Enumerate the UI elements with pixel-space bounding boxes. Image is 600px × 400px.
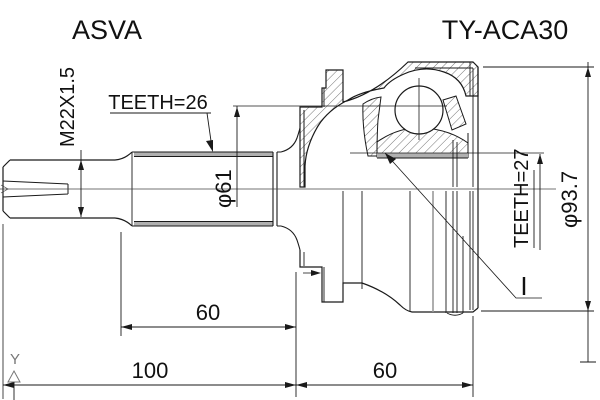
ball — [394, 78, 444, 140]
centerline — [0, 184, 556, 194]
spline-mark-label: I — [520, 271, 527, 301]
datum-origin: Y — [7, 351, 21, 400]
part-number-label: TY-ACA30 — [442, 15, 569, 45]
boot-pcd-label: φ61 — [211, 169, 236, 208]
joint-right-face — [452, 62, 479, 308]
brand-label: ASVA — [72, 15, 142, 45]
spline-leader: I — [384, 152, 542, 301]
joint-exterior-lower — [299, 191, 479, 316]
threaded-stud — [2, 151, 133, 227]
dim-boot-pcd: φ61 — [211, 105, 447, 208]
dim-overall-length: 100 — [2, 224, 296, 399]
dim-inner-teeth: TEETH=27 — [511, 149, 543, 250]
overall-length-label: 100 — [132, 358, 169, 383]
datum-axis-label: Y — [10, 351, 20, 368]
dim-thread: M22X1.5 — [57, 67, 84, 217]
outer-race-section — [299, 61, 479, 188]
dim-joint-length: 60 — [296, 316, 474, 397]
dim-outer-teeth: TEETH=26 — [108, 92, 213, 152]
cage-and-inner-race — [362, 95, 469, 158]
inner-teeth-label: TEETH=27 — [511, 149, 533, 248]
shaft-length-label: 60 — [196, 300, 220, 325]
thread-spec-label: M22X1.5 — [57, 67, 79, 147]
outer-teeth-label: TEETH=26 — [108, 92, 207, 114]
outer-diameter-label: φ93.7 — [557, 171, 582, 228]
dim-outer-diameter: φ93.7 — [481, 62, 596, 363]
joint-length-label: 60 — [373, 358, 397, 383]
dim-shaft-length: 60 — [120, 232, 321, 397]
